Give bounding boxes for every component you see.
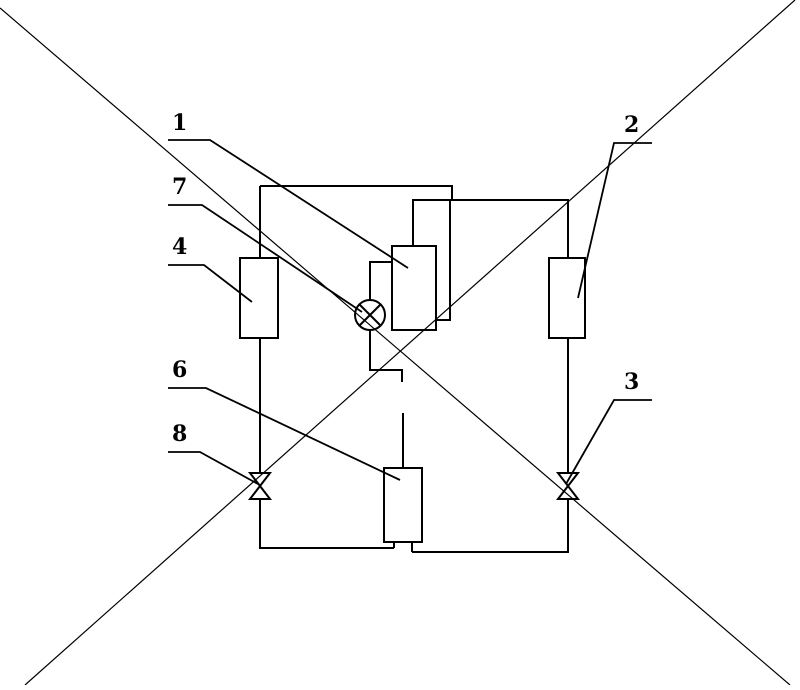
leader-6 [168,387,401,481]
watermark-diagonal-2 [24,0,796,686]
label-2: 2 [624,112,639,138]
leader-1 [168,139,409,269]
label-7: 7 [172,174,187,200]
watermark-diagonal-1 [0,7,791,686]
valve-8 [247,472,273,500]
component-2 [548,257,586,339]
label-6: 6 [172,357,187,383]
leader-8 [168,451,259,485]
component-4 [239,257,279,339]
leader-7 [168,204,363,313]
circuit-loop [259,185,569,553]
label-1: 1 [172,110,187,136]
leader-2 [577,142,652,299]
label-4: 4 [172,234,187,260]
component-6 [383,413,423,552]
leader-3 [565,399,652,485]
component-1 [369,199,451,331]
label-3: 3 [624,369,639,395]
leader-4 [168,264,253,303]
component-7 [354,299,403,382]
label-8: 8 [172,421,187,447]
leader-lines [168,139,652,485]
